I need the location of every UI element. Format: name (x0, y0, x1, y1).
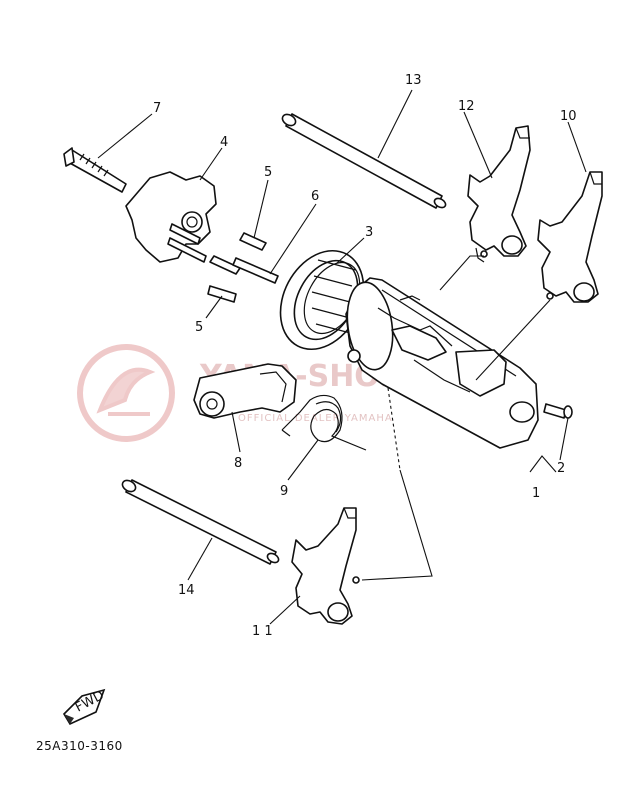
callout-7: 7 (153, 101, 161, 116)
watermark-logo-icon (77, 344, 175, 442)
callout-6: 6 (311, 189, 319, 204)
callout-3: 3 (365, 225, 373, 240)
part-5-dowel-pin-upper (239, 232, 267, 251)
part-6-pin (232, 257, 279, 284)
callout-9: 9 (280, 484, 288, 499)
part-code: 25A310-3160 (36, 739, 123, 753)
part-13-fork-shaft-upper (281, 113, 447, 209)
part-14-fork-shaft-lower (121, 479, 280, 565)
watermark-subtext: OFFICIAL DEALER YAMAHA (238, 413, 393, 424)
watermark-logo-mark (96, 367, 156, 416)
part-1-shift-drum (345, 277, 539, 449)
callout-13: 13 (405, 73, 422, 88)
fwd-arrow-icon: FWD (62, 688, 107, 726)
part-11-shift-fork (291, 507, 360, 625)
leader-lines (97, 89, 587, 625)
part-8-stopper-lever (193, 363, 297, 419)
callout-1: 1 (532, 486, 540, 501)
part-12-shift-fork (467, 125, 531, 263)
callout-8: 8 (234, 456, 242, 471)
part-2-pin (543, 403, 573, 419)
part-4-segment (125, 171, 217, 263)
callout-5-lower: 5 (195, 320, 203, 335)
part-10-shift-fork (537, 171, 603, 303)
callout-5-upper: 5 (264, 165, 272, 180)
callout-14: 14 (178, 583, 195, 598)
callout-2: 2 (557, 461, 565, 476)
part-9-torsion-spring (281, 394, 367, 451)
callout-labels: 1 2 3 4 5 5 6 7 8 9 10 1 1 12 13 14 (153, 73, 577, 639)
part-5-dowel-pin-lower (207, 255, 241, 303)
callout-10: 10 (560, 109, 577, 124)
callout-4: 4 (220, 135, 228, 150)
part-3-bearing (279, 249, 365, 351)
callout-11: 1 1 (252, 624, 273, 639)
part-7-bolt (63, 147, 127, 193)
callout-12: 12 (458, 99, 475, 114)
